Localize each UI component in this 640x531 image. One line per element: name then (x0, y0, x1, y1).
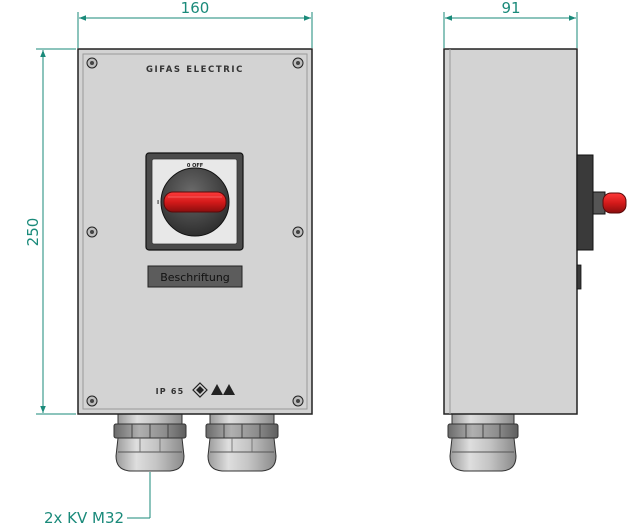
ip-rating: IP 65 (156, 387, 185, 396)
screw-icon (292, 226, 304, 238)
cable-gland-callout: 2x KV M32 (44, 472, 151, 527)
screw-icon (86, 57, 98, 69)
screw-icon (292, 57, 304, 69)
screw-icon (86, 395, 98, 407)
switch-handle (163, 191, 227, 213)
label-plate-text: Beschriftung (160, 271, 230, 284)
screw-icon (292, 395, 304, 407)
side-switch-handle (602, 192, 627, 214)
cable-gland-right (205, 411, 279, 472)
dimension-width-value: 160 (181, 0, 210, 17)
cable-gland-left (113, 411, 187, 472)
brand-label: GIFAS ELECTRIC (146, 65, 244, 75)
screw-icon (86, 226, 98, 238)
rotary-switch: 0 OFF I (145, 152, 244, 251)
double-insulation-icon (192, 382, 208, 398)
side-switch-body (576, 154, 594, 251)
side-view (443, 48, 627, 472)
cable-gland-side (447, 411, 519, 472)
switch-off-label: 0 OFF (187, 163, 203, 169)
dimension-depth-value: 91 (501, 0, 520, 17)
dimension-height-value: 250 (24, 218, 42, 247)
cable-gland-callout-text: 2x KV M32 (44, 509, 124, 527)
dimension-depth: 91 (443, 0, 578, 48)
dimension-height: 250 (24, 48, 76, 415)
label-plate (147, 265, 243, 288)
warning-triangle-icon (211, 384, 223, 395)
dimension-width: 160 (77, 0, 313, 48)
side-housing (443, 48, 578, 415)
warning-triangle-icon (223, 384, 235, 395)
front-view: GIFAS ELECTRIC 0 OFF I Beschriftung IP 6… (77, 48, 313, 472)
switch-on-label: I (157, 200, 159, 206)
